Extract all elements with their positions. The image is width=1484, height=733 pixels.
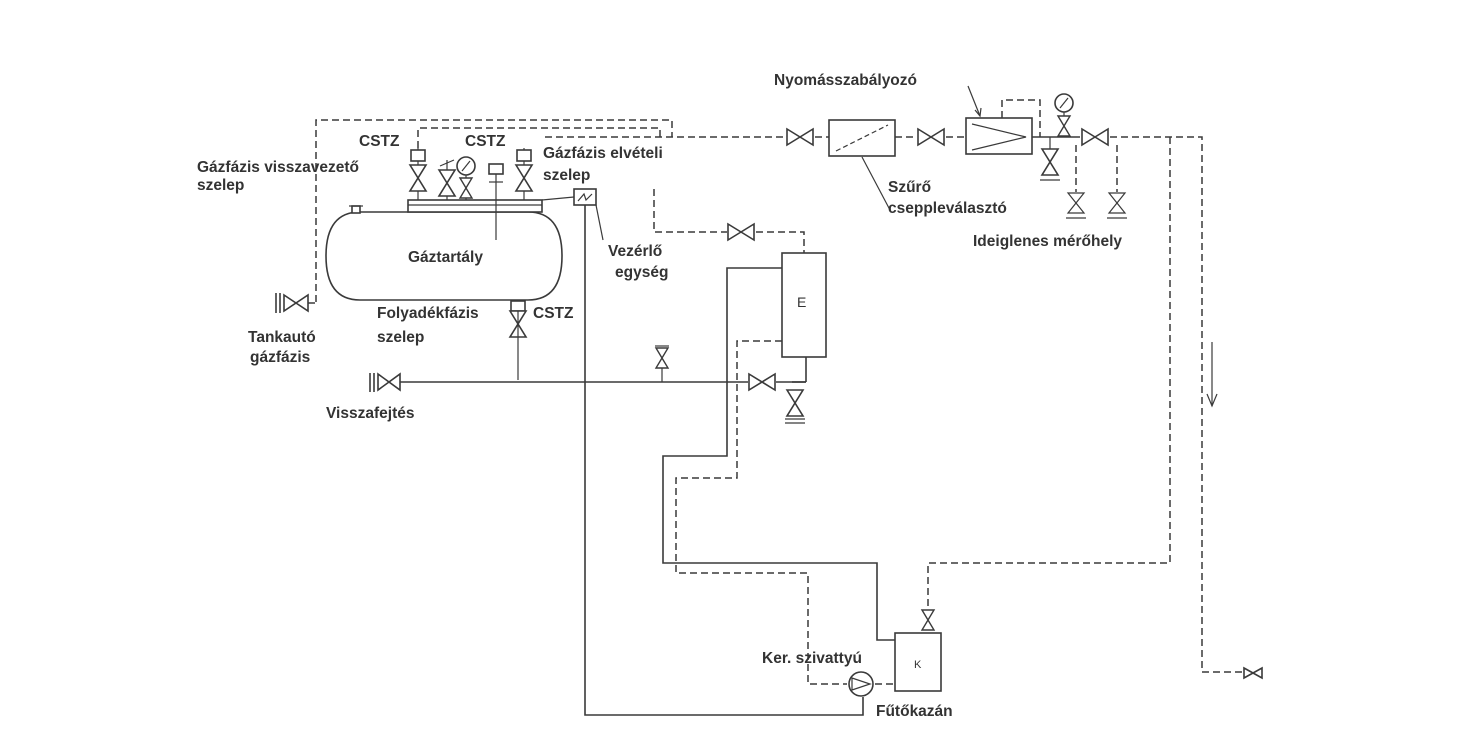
label-tanker-1: Tankautó — [248, 329, 316, 346]
control-signal-line — [584, 205, 864, 716]
label-gas-return-1: Gázfázis visszavezető — [197, 159, 359, 176]
label-control-unit-1: Vezérlő — [608, 243, 662, 260]
label-liquid-valve-2: szelep — [377, 329, 424, 346]
circulation-pump — [848, 671, 874, 697]
label-boiler: Fűtőkazán — [876, 703, 953, 720]
label-tank: Gáztartály — [408, 249, 483, 266]
label-liquid-valve-1: Folyadékfázis — [377, 305, 479, 322]
label-boiler-letter: K — [914, 659, 922, 671]
main-line-valve-1 — [786, 128, 814, 146]
label-gas-return-2: szelep — [197, 177, 244, 194]
label-gas-withdrawal-2: szelep — [543, 167, 590, 184]
tanker-gas-valve — [275, 293, 316, 313]
heating-loop — [662, 267, 895, 685]
label-cstz-left: CSTZ — [359, 133, 400, 150]
label-filter-2: cseppleválasztó — [888, 200, 1007, 217]
gas-pipeline — [315, 119, 1244, 673]
label-circ-pump: Ker. szivattyú — [762, 650, 862, 667]
evaporator — [653, 189, 827, 424]
label-pressure-regulator: Nyomásszabályozó — [774, 72, 917, 89]
pressure-regulator — [965, 85, 1041, 155]
main-line-valve-3 — [1081, 128, 1109, 146]
label-cstz-mid: CSTZ — [465, 133, 506, 150]
label-cstz-liquid: CSTZ — [533, 305, 574, 322]
label-control-unit-2: egység — [615, 264, 668, 281]
drain-valve — [1040, 137, 1060, 181]
gas-tank — [325, 168, 563, 301]
filter-separator — [828, 119, 896, 211]
outlet-valve — [1243, 666, 1263, 680]
main-line-valve-2 — [917, 128, 945, 146]
label-evaporator: E — [797, 294, 806, 310]
recovery-branch-valve — [655, 345, 669, 382]
recovery-line — [369, 372, 806, 392]
liquid-phase-valve — [509, 300, 527, 380]
boiler — [894, 609, 942, 692]
label-temp-metering: Ideiglenes mérőhely — [973, 233, 1122, 250]
label-filter-1: Szűrő — [888, 179, 931, 196]
pressure-gauge-icon — [1054, 93, 1074, 137]
label-tanker-2: gázfázis — [250, 349, 310, 366]
flow-arrow-icon — [1206, 342, 1218, 408]
label-recovery: Visszafejtés — [326, 405, 414, 422]
tank-fittings — [409, 148, 533, 200]
temp-metering-points — [1066, 192, 1127, 219]
label-gas-withdrawal-1: Gázfázis elvételi — [543, 145, 663, 162]
